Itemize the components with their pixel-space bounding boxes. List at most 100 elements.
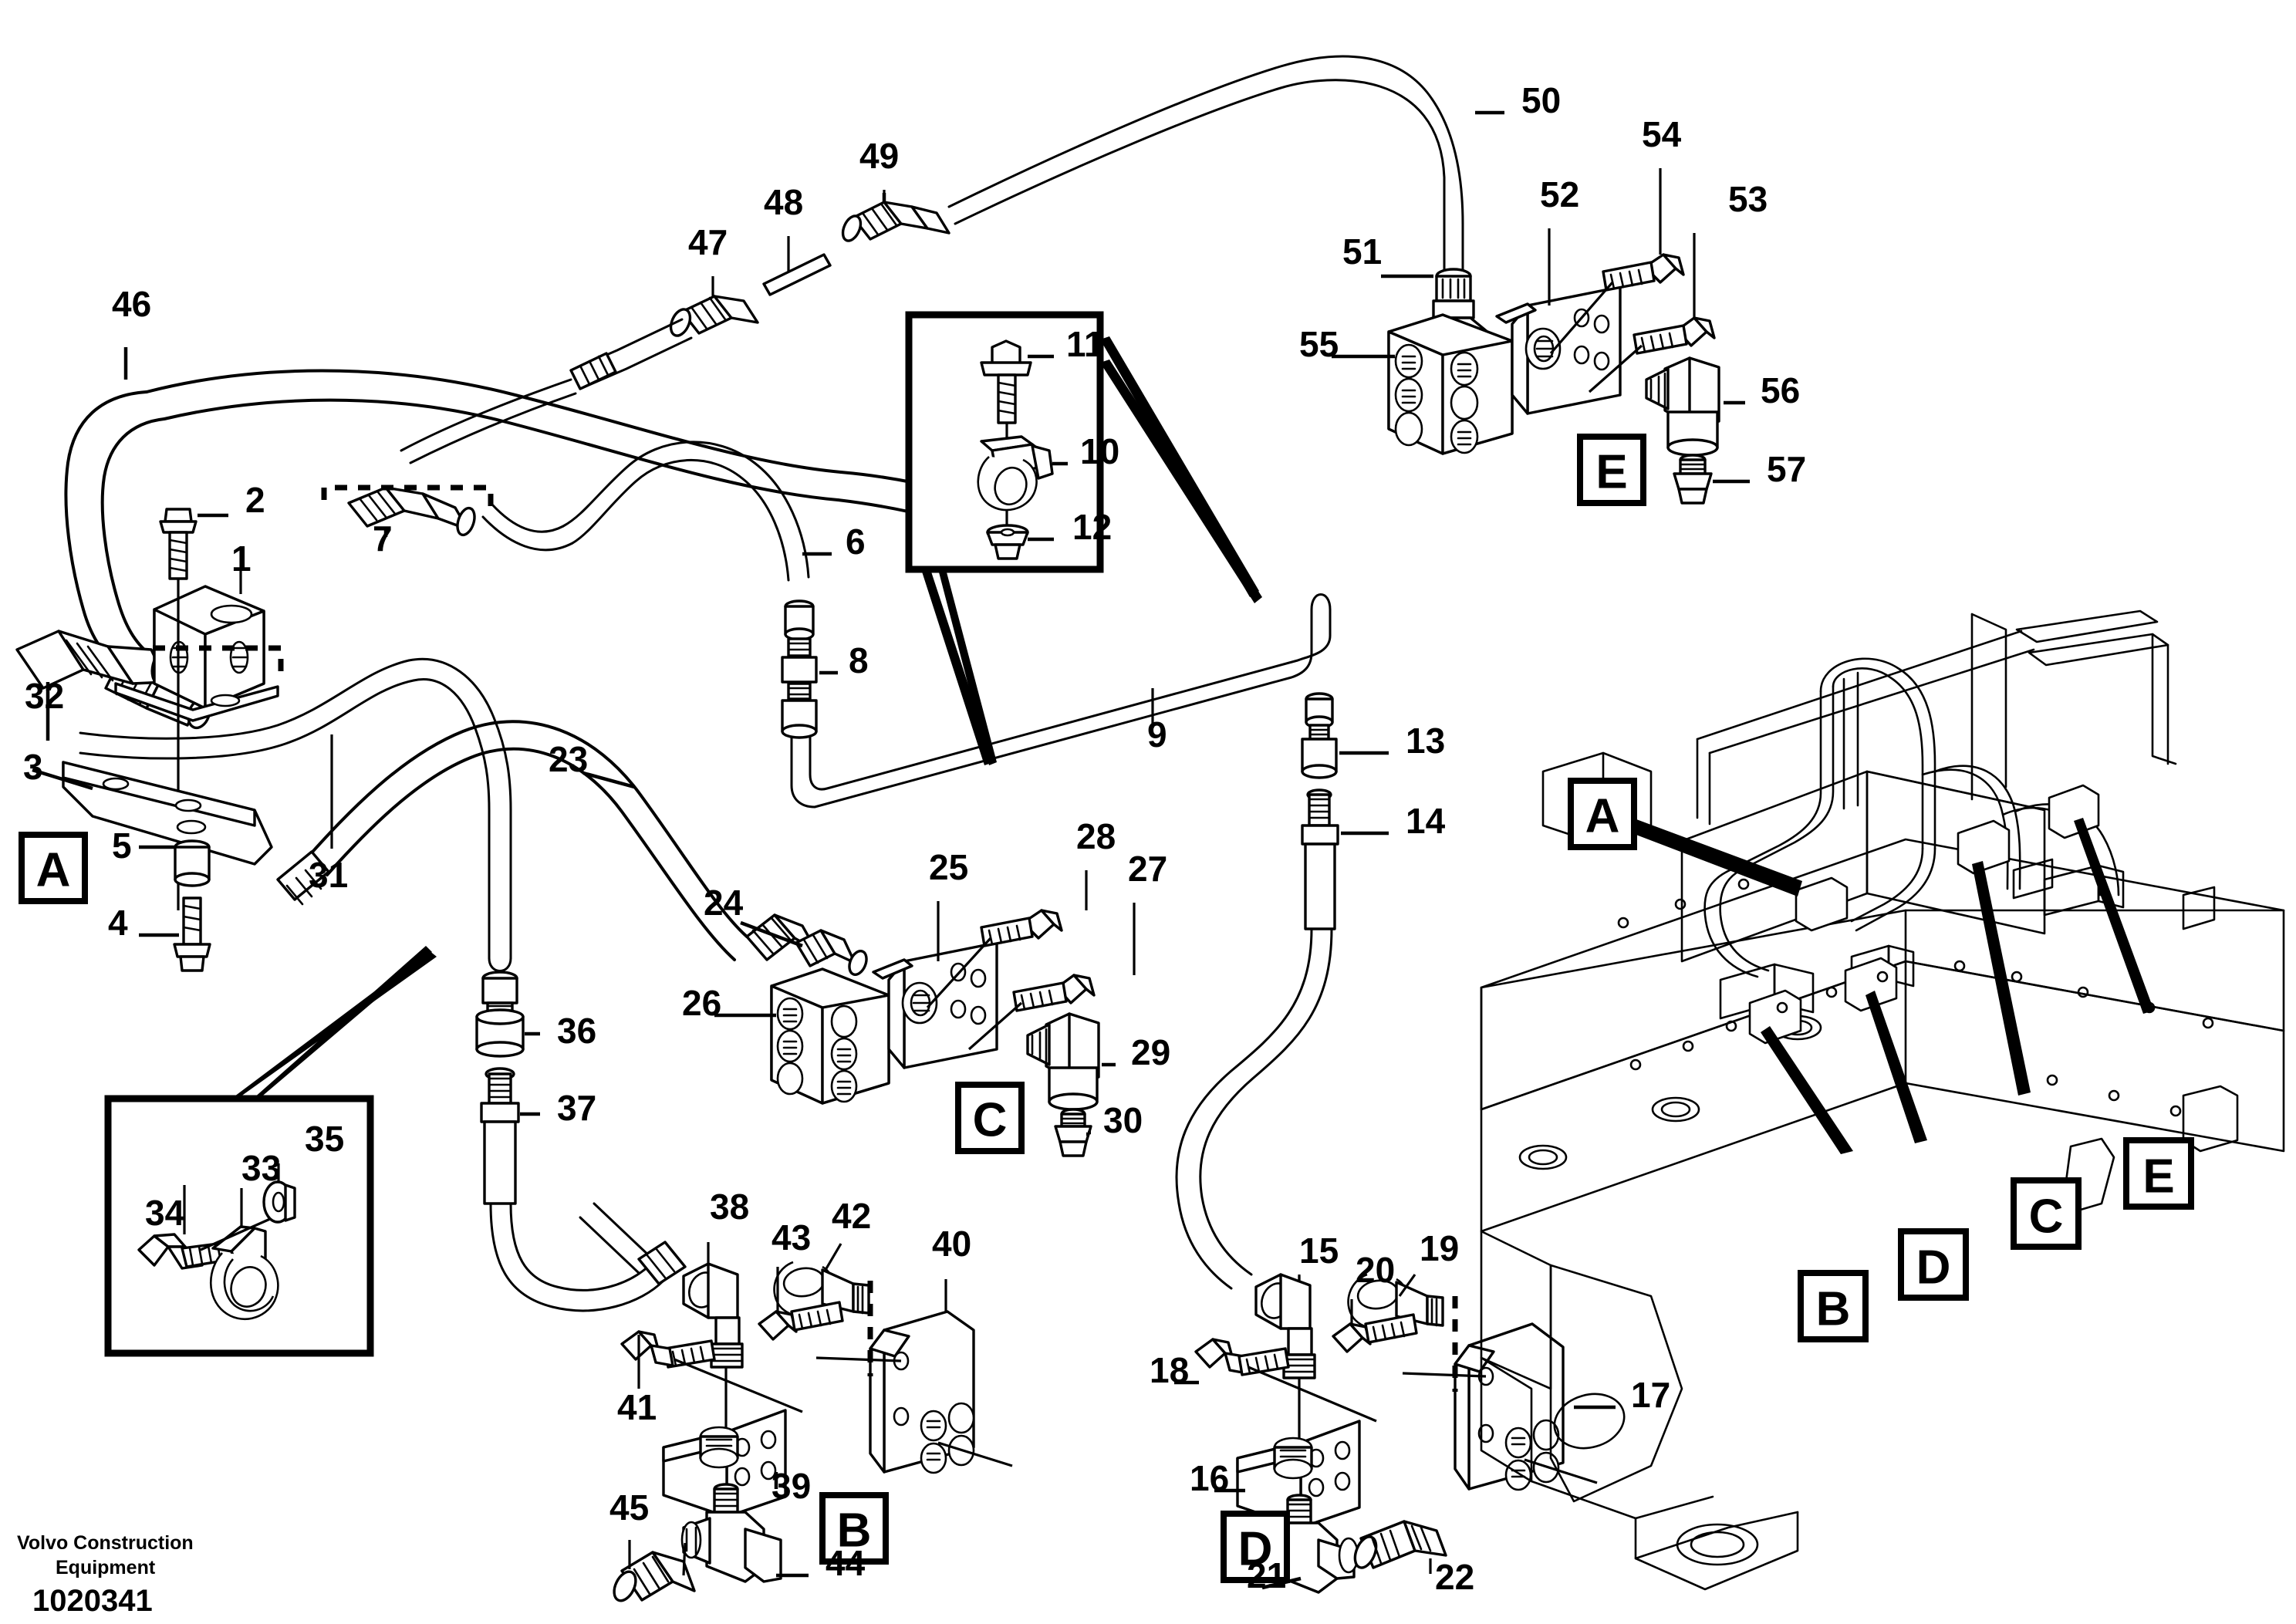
hose-to-D-b [1199, 927, 1333, 1276]
part-number-48: 48 [764, 182, 803, 222]
assembly-B: B [579, 1202, 1013, 1602]
part-number-56: 56 [1761, 370, 1800, 410]
part-number-10: 10 [1080, 431, 1119, 471]
part-number-30: 30 [1103, 1100, 1143, 1140]
hose-into-38-b [579, 1216, 640, 1275]
bolt-53 [1588, 316, 1716, 393]
part-number-1: 1 [231, 539, 252, 579]
part-number-16: 16 [1190, 1458, 1229, 1498]
reference-label-E-machine: E [2142, 1150, 2174, 1204]
part-number-5: 5 [112, 826, 132, 866]
bolt-2 [159, 508, 198, 910]
reference-label-A-machine: A [1585, 790, 1620, 843]
part-number-44: 44 [826, 1543, 866, 1583]
callout-pointer-C [1972, 861, 2031, 1096]
reference-label-D-machine: D [1916, 1241, 1951, 1295]
tube-31-lower-b [509, 1202, 651, 1291]
part-number-45: 45 [609, 1487, 649, 1528]
bolt-54 [1549, 253, 1685, 355]
elbow-21 [1278, 1494, 1359, 1594]
part-number-9: 9 [1147, 714, 1167, 755]
part-number-3: 3 [23, 747, 43, 787]
title-block: Volvo Construction Equipment 1020341 [17, 1532, 194, 1618]
reference-box-A-left: A [19, 832, 88, 904]
elbow-44 [680, 1483, 782, 1583]
bracket-40 [815, 1310, 1013, 1474]
nipple-22 [1353, 1520, 1447, 1569]
reference-box-E-machine: E [2123, 1137, 2194, 1210]
coupling-37 [480, 1067, 520, 1205]
reference-box-D-machine: D [1898, 1228, 1969, 1301]
part-number-57: 57 [1767, 449, 1806, 489]
part-number-34: 34 [145, 1193, 185, 1233]
part-number-35: 35 [305, 1119, 344, 1159]
part-number-27: 27 [1128, 849, 1167, 889]
part-number-11: 11 [1066, 324, 1104, 364]
hose-to-D-a [1175, 927, 1313, 1290]
reference-box-A-machine: A [1568, 778, 1637, 850]
part-number-49: 49 [859, 136, 899, 176]
clamp-33 [209, 1225, 279, 1321]
part-number-53: 53 [1728, 179, 1768, 219]
lead-42 [824, 1243, 842, 1271]
part-number-20: 20 [1356, 1250, 1395, 1290]
mounting-plate-3 [62, 761, 273, 866]
part-number-33: 33 [241, 1148, 281, 1188]
union-fitting-7 [347, 486, 476, 537]
bracket-16 [1236, 1420, 1361, 1529]
part-number-26: 26 [682, 983, 721, 1023]
part-number-24: 24 [704, 883, 744, 923]
part-number-38: 38 [710, 1187, 749, 1227]
fitting-24 [795, 929, 868, 977]
reference-label-D-assembly: D [1238, 1523, 1273, 1576]
part-number-18: 18 [1150, 1350, 1189, 1390]
hose-47-left [400, 318, 693, 464]
part-number-52: 52 [1540, 174, 1579, 214]
part-number-25: 25 [929, 847, 968, 887]
coupling-49 [841, 201, 950, 242]
part-number-55: 55 [1299, 324, 1339, 364]
reference-label-C-assembly: C [973, 1094, 1008, 1147]
tube-31 [79, 657, 512, 972]
part-number-21: 21 [1247, 1555, 1286, 1595]
plate-25 [872, 941, 998, 1069]
dashed-connector-1 [151, 645, 284, 671]
part-number-22: 22 [1435, 1557, 1474, 1597]
bracket-39 [662, 1409, 787, 1518]
elbow-56 [1645, 356, 1720, 457]
part-number-23: 23 [549, 739, 588, 779]
reference-label-B-machine: B [1816, 1283, 1851, 1336]
part-number-41: 41 [617, 1387, 657, 1427]
clamp-10 [977, 435, 1054, 512]
bolt-18 [1194, 1338, 1377, 1423]
reference-box-D-assembly [1221, 1511, 1290, 1583]
inset-pointer-upper-b [938, 569, 997, 765]
plate-52 [1495, 285, 1622, 415]
part-number-28: 28 [1076, 816, 1116, 856]
inset-box-clamp-upper [905, 311, 1104, 573]
part-number-54: 54 [1642, 114, 1682, 154]
lead-24 [740, 920, 803, 948]
reference-box-B-assembly [819, 1492, 889, 1565]
coupling-8 [781, 599, 818, 739]
part-number-14: 14 [1406, 801, 1446, 841]
lead-3 [32, 768, 93, 791]
reference-box-C-machine: C [2011, 1177, 2082, 1250]
part-number-40: 40 [932, 1224, 971, 1264]
reference-box-E-assembly [1577, 434, 1646, 506]
callout-pointer-B [1761, 1026, 1853, 1154]
part-number-42: 42 [832, 1196, 871, 1236]
hose-into-38-a [593, 1202, 654, 1261]
part-number-31: 31 [309, 855, 348, 895]
part-number-46: 46 [112, 284, 151, 324]
bolt-4 [173, 896, 211, 972]
inset-pointer-lower-b [253, 946, 432, 1099]
inset-pointer-upper-a [921, 569, 994, 765]
coupling-47 [669, 295, 759, 337]
fitting-45 [613, 1542, 696, 1602]
lead-23 [582, 771, 635, 789]
drawing-number: 1020341 [32, 1584, 153, 1618]
part-number-17: 17 [1631, 1375, 1670, 1415]
reference-box-B-machine: B [1798, 1270, 1869, 1342]
